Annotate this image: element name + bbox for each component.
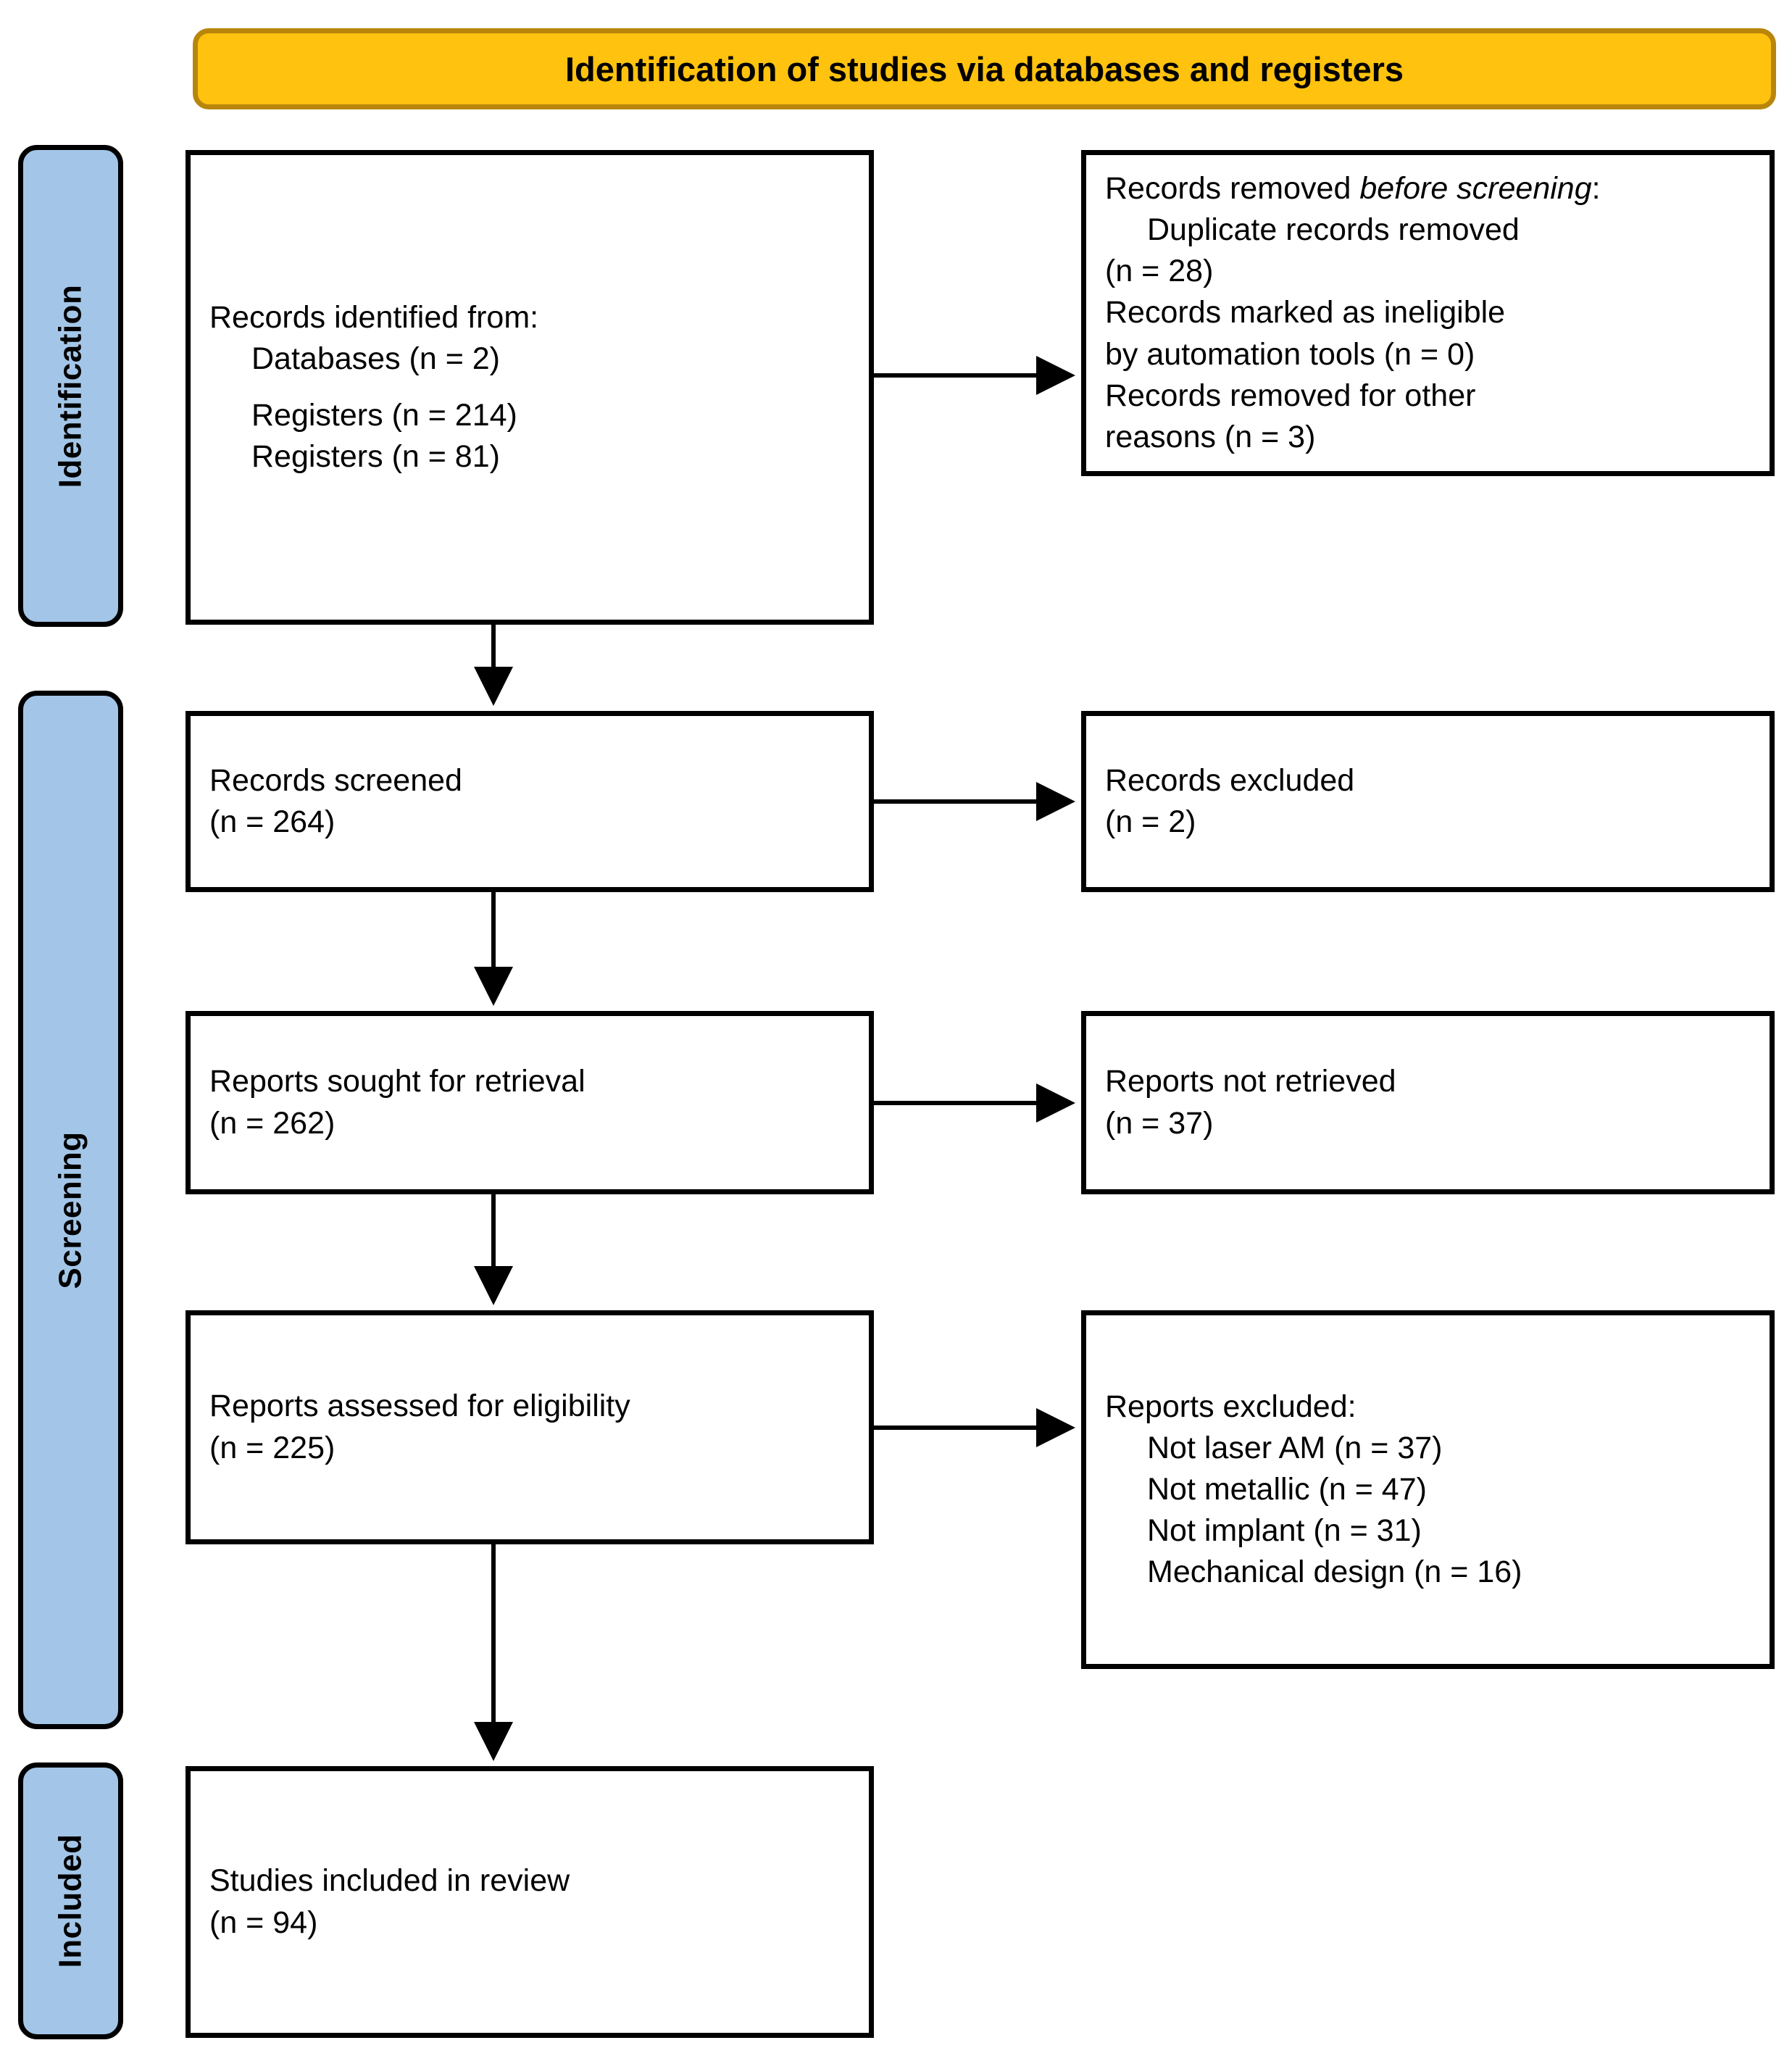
stage-band-screening-label: Screening (52, 1131, 88, 1289)
reports-not-retrieved-count: (n = 37) (1105, 1105, 1214, 1141)
box-records-removed-before-screening: Records removed before screening: Duplic… (1081, 150, 1775, 476)
records-removed-automation: by automation tools (n = 0) (1105, 336, 1475, 372)
records-identified-databases: Databases (n = 2) (251, 341, 500, 377)
stage-band-included-label: Included (52, 1834, 88, 1968)
records-removed-duplicates: Duplicate records removed (1147, 212, 1520, 248)
reports-excluded-not-implant: Not implant (n = 31) (1147, 1513, 1422, 1549)
box-reports-not-retrieved: Reports not retrieved (n = 37) (1081, 1011, 1775, 1194)
studies-included-label: Studies included in review (209, 1863, 570, 1899)
stage-band-identification: Identification (18, 145, 123, 627)
reports-assessed-label: Reports assessed for eligibility (209, 1389, 630, 1424)
reports-excluded-heading: Reports excluded: (1105, 1389, 1356, 1424)
records-screened-label: Records screened (209, 762, 462, 798)
reports-assessed-count: (n = 225) (209, 1430, 336, 1465)
stage-band-screening: Screening (18, 691, 123, 1729)
box-reports-sought-for-retrieval: Reports sought for retrieval (n = 262) (186, 1011, 874, 1194)
reports-excluded-not-laser-am: Not laser AM (n = 37) (1147, 1430, 1443, 1465)
records-excluded-count: (n = 2) (1105, 804, 1196, 839)
records-screened-count: (n = 264) (209, 804, 336, 839)
records-identified-spacer (209, 380, 850, 395)
records-removed-heading-suffix: : (1591, 170, 1601, 206)
records-identified-heading: Records identified from: (209, 300, 539, 336)
records-removed-heading-prefix: Records removed (1105, 170, 1360, 206)
records-identified-registers-1: Registers (n = 214) (251, 397, 517, 433)
records-removed-ineligible: Records marked as ineligible (1105, 295, 1506, 330)
reports-excluded-mechanical-design: Mechanical design (n = 16) (1147, 1555, 1522, 1590)
records-excluded-label: Records excluded (1105, 762, 1355, 798)
records-removed-heading-italic: before screening (1359, 170, 1592, 206)
records-removed-duplicates-count: (n = 28) (1105, 254, 1214, 289)
box-studies-included-in-review: Studies included in review (n = 94) (186, 1766, 874, 2038)
records-removed-other: Records removed for other (1105, 378, 1476, 413)
stage-band-identification-label: Identification (52, 284, 88, 488)
diagram-header-banner: Identification of studies via databases … (193, 28, 1776, 109)
stage-band-included: Included (18, 1762, 123, 2039)
box-records-identified: Records identified from: Databases (n = … (186, 150, 874, 625)
reports-sought-label: Reports sought for retrieval (209, 1064, 585, 1099)
studies-included-count: (n = 94) (209, 1905, 318, 1940)
box-records-screened: Records screened (n = 264) (186, 711, 874, 892)
box-records-excluded: Records excluded (n = 2) (1081, 711, 1775, 892)
records-removed-other-count: reasons (n = 3) (1105, 419, 1316, 454)
records-removed-heading: Records removed before screening: (1105, 168, 1751, 209)
reports-not-retrieved-label: Reports not retrieved (1105, 1064, 1396, 1099)
box-reports-excluded-reasons: Reports excluded: Not laser AM (n = 37) … (1081, 1310, 1775, 1669)
box-reports-assessed-for-eligibility: Reports assessed for eligibility (n = 22… (186, 1310, 874, 1544)
records-identified-registers-2: Registers (n = 81) (251, 438, 500, 474)
reports-sought-count: (n = 262) (209, 1105, 336, 1141)
reports-excluded-not-metallic: Not metallic (n = 47) (1147, 1471, 1427, 1507)
diagram-title: Identification of studies via databases … (564, 49, 1404, 88)
